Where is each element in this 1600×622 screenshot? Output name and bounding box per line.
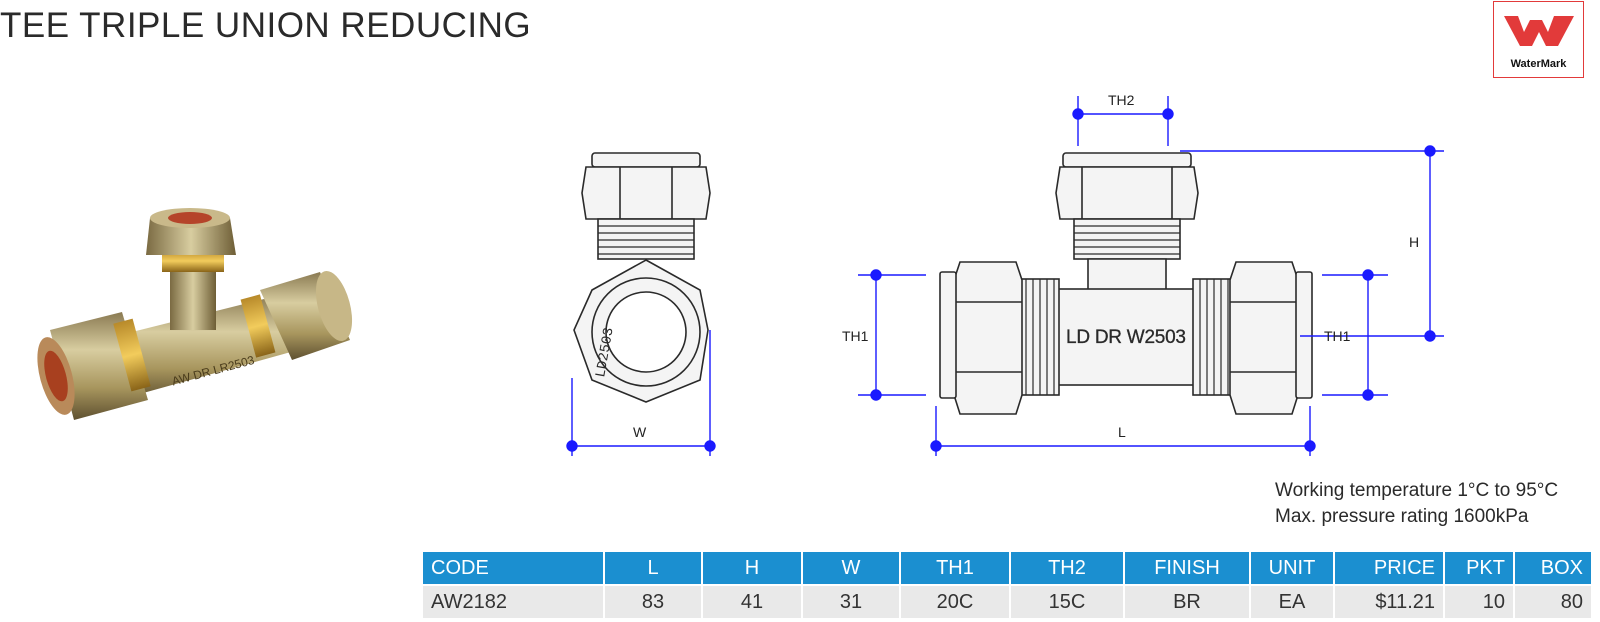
dim-label-th1-left: TH1 (842, 328, 869, 344)
col-header-w: W (803, 552, 899, 584)
cell-unit: EA (1251, 586, 1333, 618)
cell-l: 83 (605, 586, 701, 618)
col-header-finish: FINISH (1125, 552, 1249, 584)
cell-w: 31 (803, 586, 899, 618)
cell-th2: 15C (1011, 586, 1123, 618)
cell-h: 41 (703, 586, 801, 618)
table-row: AW2182 83 41 31 20C 15C BR EA $11.21 10 … (423, 586, 1591, 618)
col-header-h: H (703, 552, 801, 584)
cell-box: 80 (1515, 586, 1591, 618)
cell-pkt: 10 (1445, 586, 1513, 618)
front-view (939, 152, 1313, 415)
cell-price: $11.21 (1335, 586, 1443, 618)
col-header-th2: TH2 (1011, 552, 1123, 584)
dimension-lines (566, 96, 1444, 456)
col-header-price: PRICE (1335, 552, 1443, 584)
col-header-unit: UNIT (1251, 552, 1333, 584)
cell-code: AW2182 (423, 586, 603, 618)
table-header-row: CODE L H W TH1 TH2 FINISH UNIT PRICE PKT… (423, 552, 1591, 584)
watermark-logo-text: WaterMark (1510, 58, 1567, 70)
col-header-box: BOX (1515, 552, 1591, 584)
col-header-l: L (605, 552, 701, 584)
working-temperature: Working temperature 1°C to 95°C (1275, 480, 1559, 501)
col-header-code: CODE (423, 552, 603, 584)
watermark-logo: WaterMark (1493, 1, 1584, 78)
dim-label-l: L (1118, 424, 1126, 440)
product-photo: AW DR LR2503 (37, 208, 353, 420)
cell-finish: BR (1125, 586, 1249, 618)
dim-label-th1-right: TH1 (1324, 328, 1351, 344)
dim-label-th2: TH2 (1108, 92, 1135, 108)
operating-specs: Working temperature 1°C to 95°C Max. pre… (1275, 478, 1558, 530)
watermark-w-icon (1504, 16, 1574, 46)
max-pressure: Max. pressure rating 1600kPa (1275, 506, 1529, 527)
side-view (573, 152, 711, 403)
front-view-marking: LD DR W2503 (1066, 327, 1186, 348)
cell-th1: 20C (901, 586, 1009, 618)
col-header-pkt: PKT (1445, 552, 1513, 584)
product-spec-table: CODE L H W TH1 TH2 FINISH UNIT PRICE PKT… (421, 550, 1593, 620)
dim-label-h: H (1409, 234, 1420, 250)
page-title: TEE TRIPLE UNION REDUCING (0, 6, 532, 45)
dim-label-w: W (633, 424, 647, 440)
col-header-th1: TH1 (901, 552, 1009, 584)
